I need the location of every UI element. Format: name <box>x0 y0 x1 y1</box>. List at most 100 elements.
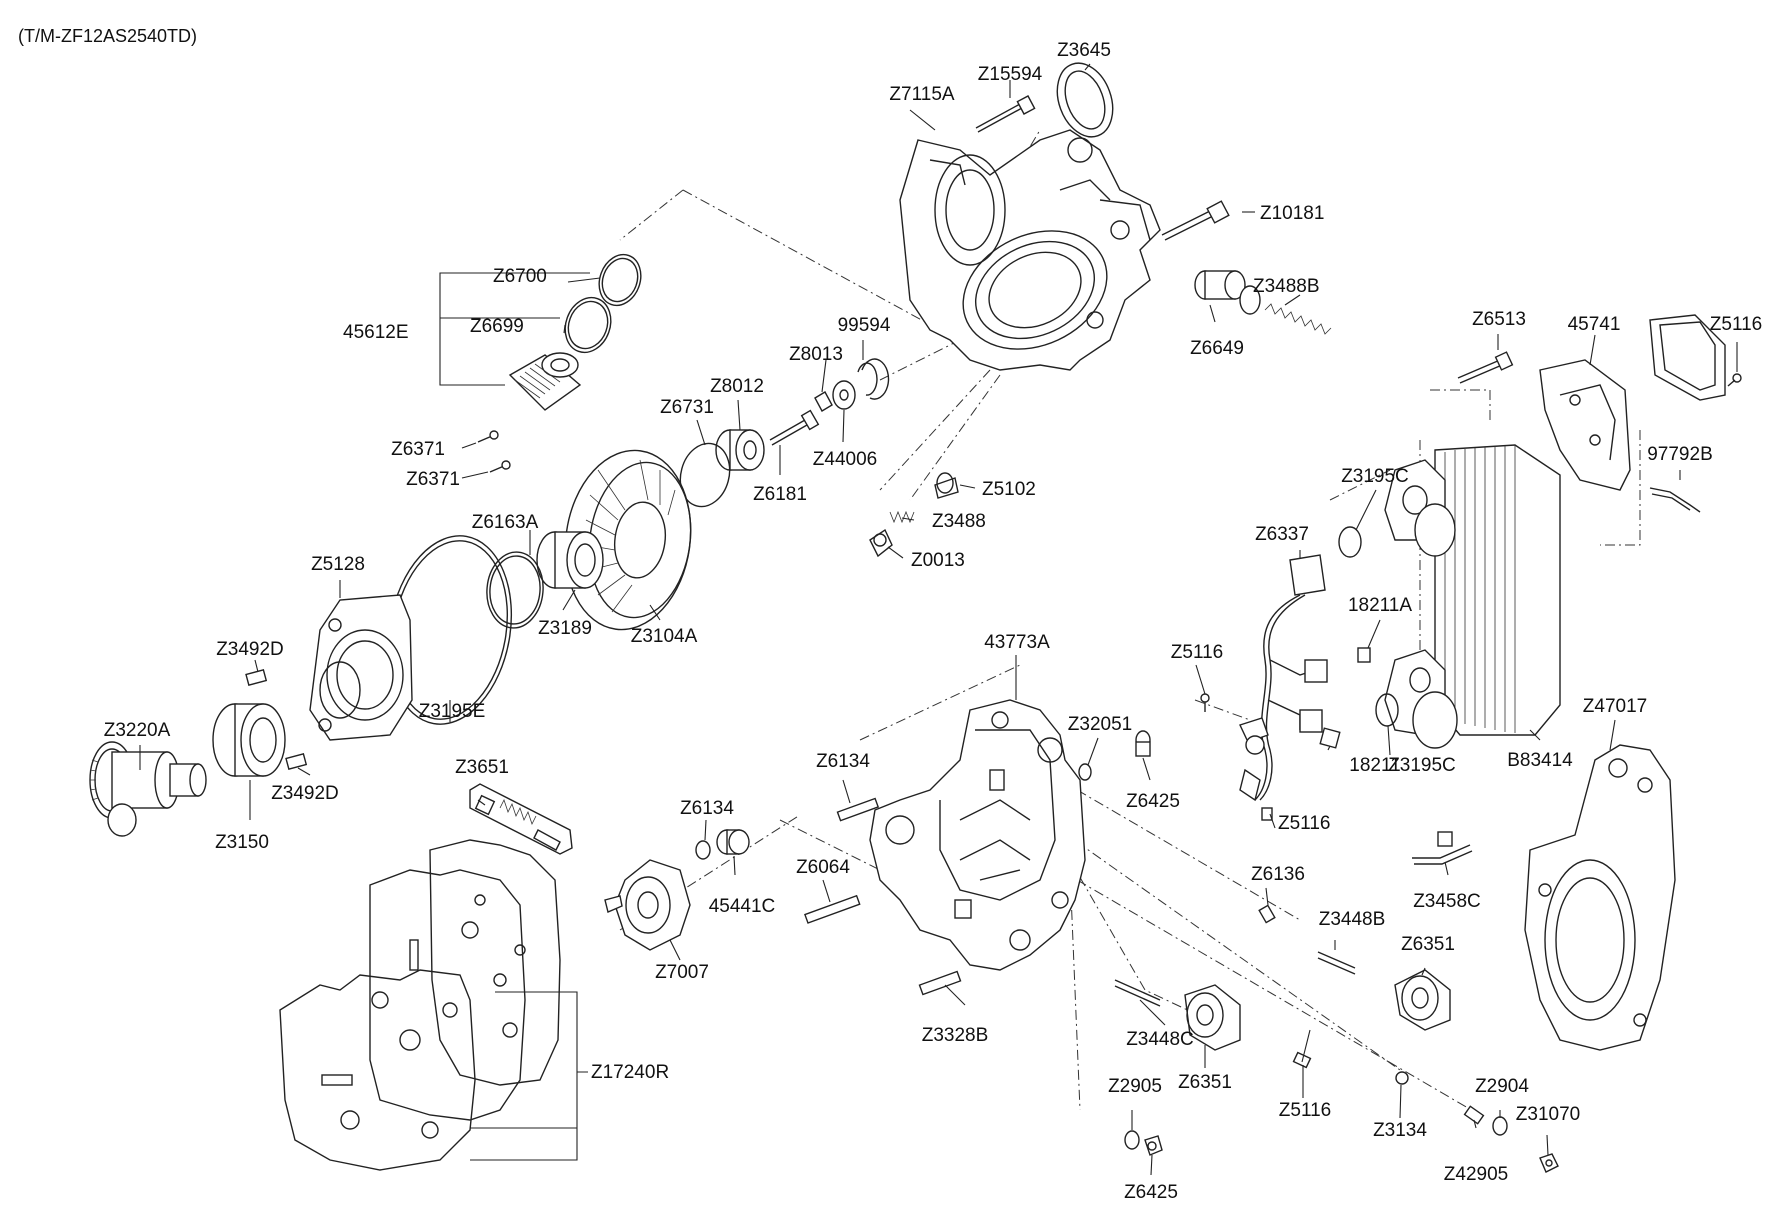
plug-z0013 <box>869 528 893 558</box>
label-z6700: Z6700 <box>493 266 547 287</box>
seal-z3645 <box>1056 62 1114 138</box>
bearing-z3150 <box>212 703 286 777</box>
cover-z5128 <box>309 594 413 741</box>
valve-z7007 <box>604 859 691 951</box>
bolt-z6181 <box>769 409 820 446</box>
label-z6371-a: Z6371 <box>391 439 445 460</box>
label-z5128: Z5128 <box>311 554 365 575</box>
label-z17240r: Z17240R <box>591 1062 669 1083</box>
label-45612e: 45612E <box>343 322 409 343</box>
filter-cartridge <box>508 352 582 411</box>
label-z7115a: Z7115A <box>889 84 954 105</box>
label-z6649: Z6649 <box>1190 338 1244 359</box>
oring-z6699 <box>564 296 612 354</box>
solenoid-z6351-b <box>1184 984 1241 1051</box>
pin-z3328b <box>918 970 962 996</box>
label-z3189: Z3189 <box>538 618 592 639</box>
ecu-cover <box>1649 314 1726 401</box>
screw-z6371-b <box>489 460 511 473</box>
screw-z5116-low <box>1261 807 1273 821</box>
washer-z2905 <box>1124 1130 1140 1150</box>
washer-z32051 <box>1078 763 1092 781</box>
label-z6064: Z6064 <box>796 857 850 878</box>
label-z0013: Z0013 <box>911 550 965 571</box>
label-z5116-low: Z5116 <box>1278 813 1330 834</box>
label-z6731: Z6731 <box>660 397 714 418</box>
plug-z42905 <box>1463 1105 1485 1125</box>
label-z47017: Z47017 <box>1583 696 1647 717</box>
label-45741: 45741 <box>1568 314 1621 335</box>
label-z6699: Z6699 <box>470 316 524 337</box>
label-z3488b: Z3488B <box>1253 276 1320 297</box>
harness-z6337 <box>1239 554 1328 802</box>
oring-z3195c-bot <box>1375 693 1399 727</box>
fitting-z5102 <box>934 472 959 499</box>
label-z6351-b: Z6351 <box>1178 1072 1232 1093</box>
bracket-45612e <box>439 272 590 386</box>
label-z5116-mid: Z5116 <box>1171 642 1223 663</box>
label-45441c: 45441C <box>709 896 776 917</box>
label-z3645: Z3645 <box>1057 40 1111 61</box>
washer-z2904 <box>1492 1116 1508 1136</box>
label-z5116-top: Z5116 <box>1710 314 1762 335</box>
oring-z6134-a <box>695 840 711 860</box>
oring-z6163a <box>486 551 544 629</box>
snapring-99594 <box>857 358 890 400</box>
pin-z6064 <box>804 894 861 924</box>
spring-set-z3651 <box>469 783 573 855</box>
label-z6181: Z6181 <box>753 484 807 505</box>
screw-z5116-top <box>1727 373 1742 387</box>
label-z15594: Z15594 <box>978 64 1043 85</box>
plug-z6136 <box>1258 904 1276 924</box>
label-z6425-a: Z6425 <box>1126 791 1180 812</box>
label-z6425-b: Z6425 <box>1124 1182 1178 1203</box>
bolt-z15594 <box>975 95 1036 133</box>
spring-z3488b <box>1264 303 1332 335</box>
label-z5116-bot: Z5116 <box>1279 1100 1331 1121</box>
pin-z3492d-top <box>245 668 268 686</box>
gasket-plates-z17240r <box>279 839 561 1171</box>
sensor-18211 <box>1319 727 1341 749</box>
washer-z44006 <box>832 380 856 410</box>
label-z7007: Z7007 <box>655 962 709 983</box>
label-z3220a: Z3220A <box>104 720 171 741</box>
label-z31070: Z31070 <box>1516 1104 1580 1125</box>
label-z6134-a: Z6134 <box>680 798 734 819</box>
label-z2905: Z2905 <box>1108 1076 1162 1097</box>
diagram-title: (T/M-ZF12AS2540TD) <box>18 26 197 46</box>
label-z42905: Z42905 <box>1444 1164 1508 1185</box>
label-z5102: Z5102 <box>982 479 1036 500</box>
label-18211: 18211 <box>1349 755 1400 776</box>
label-z3195e: Z3195E <box>419 701 486 722</box>
bearing-z8012 <box>715 429 765 471</box>
label-z3150: Z3150 <box>215 832 269 853</box>
label-z8012: Z8012 <box>710 376 764 397</box>
sensor-18211a <box>1357 647 1371 663</box>
sleeve-45441c <box>716 829 750 855</box>
cooler-b83414 <box>1384 444 1561 749</box>
label-z3195c-bot: Z3195C <box>1388 755 1456 776</box>
bracket-45741 <box>1539 359 1631 491</box>
label-z3448b: Z3448B <box>1319 909 1386 930</box>
label-z32051: Z32051 <box>1068 714 1132 735</box>
label-z3492d-top: Z3492D <box>216 639 284 660</box>
label-z6351-a: Z6351 <box>1401 934 1455 955</box>
housing-z47017 <box>1524 744 1676 1051</box>
oring-z6731 <box>679 442 731 508</box>
gear-shaft-z3220a <box>89 741 207 837</box>
label-z2904: Z2904 <box>1475 1076 1529 1097</box>
spring-z3488 <box>889 510 915 524</box>
label-z3651: Z3651 <box>455 757 509 778</box>
label-z6513: Z6513 <box>1472 309 1526 330</box>
bolt-z6513 <box>1457 351 1514 384</box>
label-z6163a: Z6163A <box>472 512 539 533</box>
label-z3492d-bot: Z3492D <box>271 783 339 804</box>
pump-wheel-z3104a <box>564 449 692 631</box>
valve-body-43773a <box>869 699 1086 971</box>
label-z3328b: Z3328B <box>922 1025 989 1046</box>
tie-z3458c <box>1412 831 1473 865</box>
label-z3488: Z3488 <box>932 511 986 532</box>
bearing-z3189 <box>536 531 604 589</box>
ball-z3134 <box>1395 1071 1409 1085</box>
